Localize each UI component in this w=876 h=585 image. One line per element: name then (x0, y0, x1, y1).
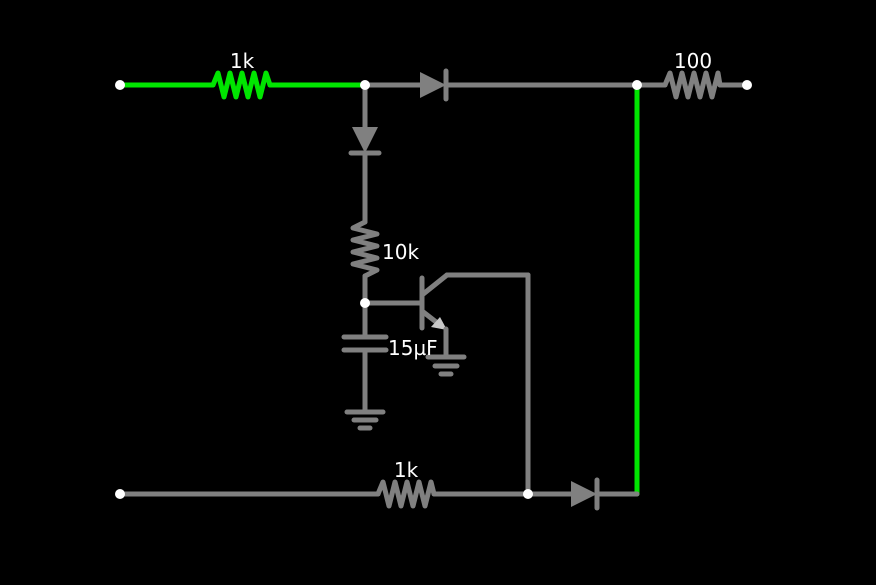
node-top-junction[interactable] (360, 80, 370, 90)
terminal-top-left[interactable] (115, 80, 125, 90)
resistor-bottom[interactable] (375, 479, 437, 509)
label-resistor-top-left: 1k (230, 49, 255, 73)
label-capacitor: 15µF (388, 336, 438, 360)
resistor-top-left[interactable] (210, 70, 273, 100)
node-top-right-junction[interactable] (632, 80, 642, 90)
label-resistor-mid: 10k (382, 240, 419, 264)
terminal-bottom-left[interactable] (115, 489, 125, 499)
transistor-emitter-arrow-icon (431, 317, 447, 330)
label-resistor-bottom: 1k (394, 458, 419, 482)
transistor-collector[interactable] (419, 272, 450, 298)
diode-top[interactable] (420, 72, 446, 98)
diode-bottom[interactable] (571, 481, 597, 507)
resistor-top-right[interactable] (662, 70, 723, 100)
label-resistor-top-right: 100 (674, 49, 712, 73)
terminal-top-right[interactable] (742, 80, 752, 90)
resistor-mid[interactable] (350, 219, 380, 279)
node-base-junction[interactable] (360, 298, 370, 308)
node-bottom-junction[interactable] (523, 489, 533, 499)
diode-down[interactable] (352, 127, 378, 153)
